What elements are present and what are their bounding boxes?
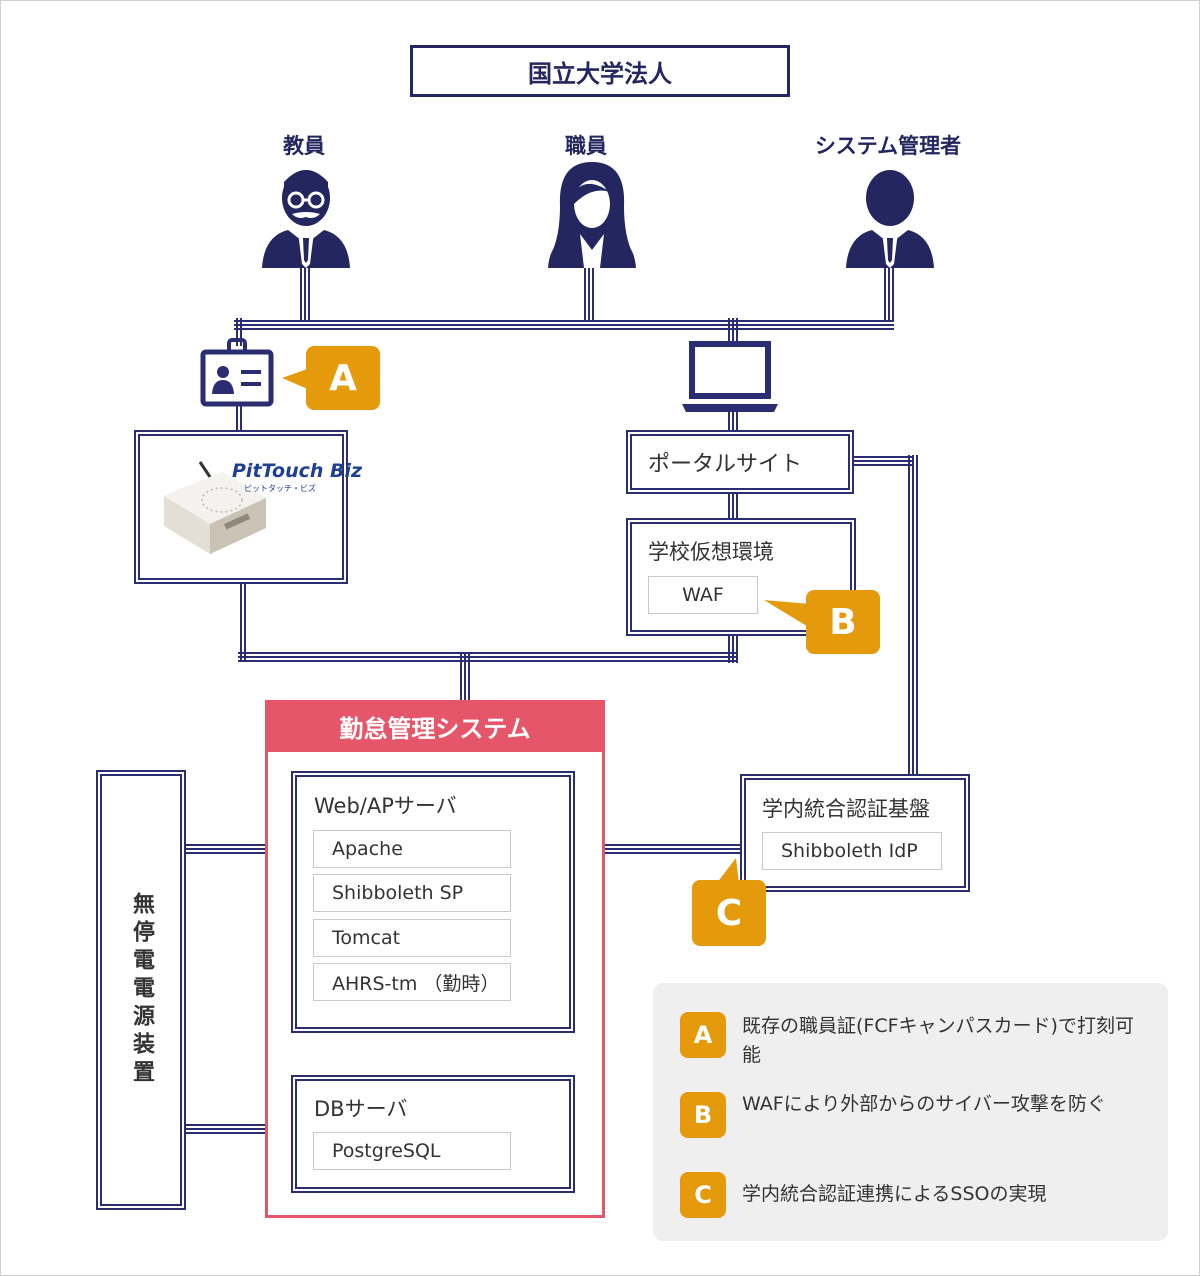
pittouch-brand-logo: PitTouch Biz (232, 460, 363, 482)
badge-b: B (806, 590, 880, 654)
admin-icon (846, 170, 934, 268)
wire (728, 492, 738, 520)
legend-badge-c: C (680, 1172, 726, 1218)
db-server-label: DBサーバ (314, 1097, 408, 1121)
organization-title: 国立大学法人 (410, 45, 790, 97)
legend-text-a: 既存の職員証(FCFキャンパスカード)で打刻可能 (742, 1015, 1134, 1066)
ups-box: 無停電電源装置 (96, 770, 186, 1210)
portal-site-box: ポータルサイト (626, 430, 854, 494)
wire (234, 405, 244, 433)
wire (460, 652, 470, 702)
legend-text-c: 学内統合認証連携によるSSOの実現 (742, 1183, 1047, 1205)
badge-a: A (306, 346, 380, 410)
wire (238, 652, 738, 664)
shibboleth-idp-component: Shibboleth IdP (762, 832, 942, 870)
badge-a-pointer (282, 368, 310, 390)
wire (575, 842, 741, 854)
wire (238, 582, 248, 662)
wire (234, 318, 244, 346)
tomcat-component: Tomcat (313, 919, 511, 957)
ahrs-tm-component: AHRS-tm （勤時） (313, 963, 511, 1001)
web-ap-server-label: Web/APサーバ (314, 794, 457, 818)
wire (234, 318, 894, 330)
wire (728, 635, 738, 663)
actor-label-staff: 職員 (565, 134, 607, 158)
wire (728, 410, 738, 432)
apache-component: Apache (313, 830, 511, 868)
wire (728, 318, 738, 346)
wire (882, 268, 894, 320)
school-virtual-env-label: 学校仮想環境 (648, 540, 774, 564)
shibboleth-sp-component: Shibboleth SP (313, 874, 511, 912)
ups-label: 無停電電源装置 (129, 892, 154, 1088)
card-reader-device-icon (164, 461, 266, 554)
badge-b-pointer (764, 600, 810, 628)
legend-badge-a: A (680, 1012, 726, 1058)
wire (906, 455, 918, 777)
staff-icon (548, 162, 636, 268)
portal-site-label: ポータルサイト (648, 452, 803, 477)
waf-component: WAF (648, 576, 758, 614)
legend-panel (653, 983, 1168, 1241)
id-card-icon (200, 338, 274, 407)
teacher-icon (262, 170, 350, 268)
auth-platform-label: 学内統合認証基盤 (762, 797, 930, 821)
actor-label-admin: システム管理者 (814, 134, 962, 158)
wire (852, 455, 914, 467)
wire (582, 268, 594, 320)
badge-c: C (692, 880, 766, 946)
wire (298, 268, 310, 320)
pittouch-brand-sub: ピットタッチ・ビズ (244, 484, 316, 493)
legend-badge-b: B (680, 1092, 726, 1138)
laptop-icon (682, 341, 778, 412)
actor-label-teacher: 教員 (283, 134, 325, 158)
legend-text-b: WAFにより外部からのサイバー攻撃を防ぐ (742, 1093, 1106, 1115)
postgresql-component: PostgreSQL (313, 1132, 511, 1170)
attendance-system-title: 勤怠管理システム (265, 700, 605, 752)
